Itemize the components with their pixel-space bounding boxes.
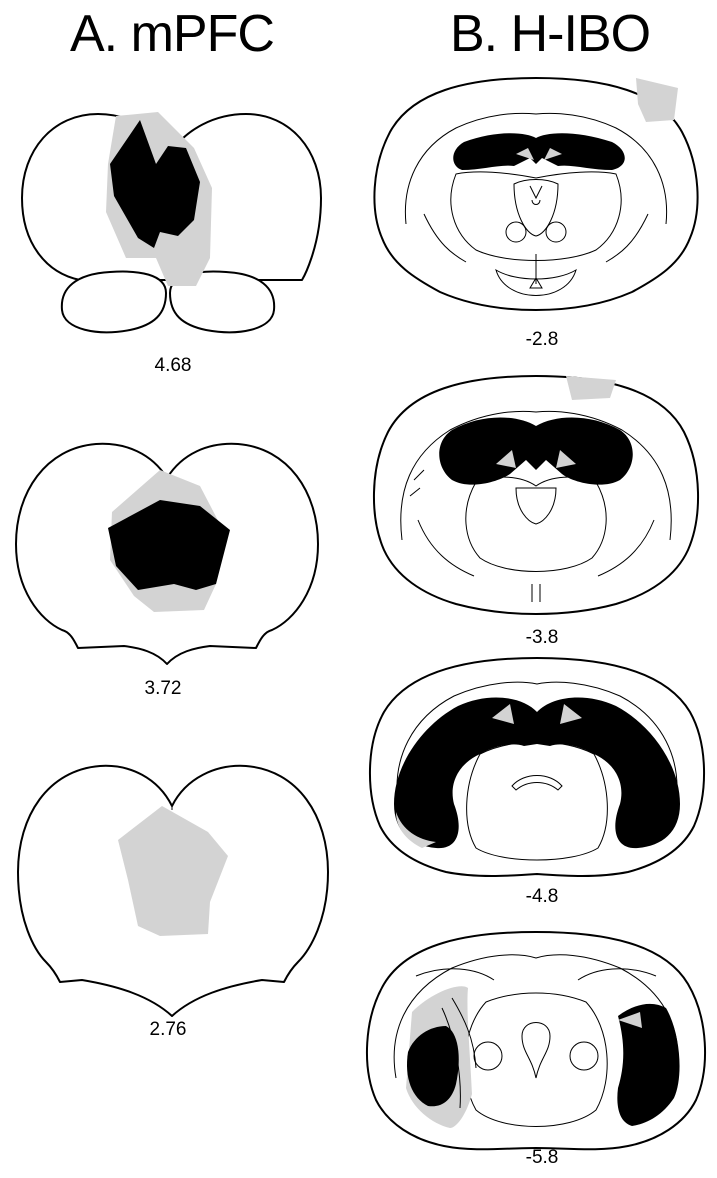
hibo-section-minus-3-8-drawing <box>366 370 706 620</box>
mpfc-section-4-68 <box>18 108 328 340</box>
coord-label-3-72: 3.72 <box>123 679 203 698</box>
hibo-section-minus-2-8-drawing <box>366 74 706 314</box>
coord-label-minus-5-8: -5.8 <box>502 1148 582 1167</box>
hibo-section-minus-4-8-drawing <box>362 654 712 880</box>
olfactory-bulb-left <box>62 272 166 333</box>
panel-b-title: B. H-IBO <box>450 8 650 60</box>
coord-label-minus-2-8: -2.8 <box>502 330 582 349</box>
hibo-section-minus-5-8-drawing <box>356 928 716 1154</box>
hibo-section-minus-5-8 <box>356 928 716 1154</box>
hibo-section-minus-4-8 <box>362 654 712 880</box>
mpfc-section-3-72 <box>12 440 322 676</box>
hibo-section-minus-3-8 <box>366 370 706 620</box>
coord-label-minus-4-8: -4.8 <box>502 887 582 906</box>
coord-label-minus-3-8: -3.8 <box>502 628 582 647</box>
mpfc-section-4-68-drawing <box>18 108 328 340</box>
lesion-min-cortex <box>566 376 616 400</box>
hibo-section-minus-2-8 <box>366 74 706 314</box>
mpfc-section-2-76-drawing <box>12 760 332 1022</box>
coord-label-4-68: 4.68 <box>133 356 213 375</box>
mpfc-section-2-76 <box>12 760 332 1022</box>
coord-label-2-76: 2.76 <box>128 1020 208 1039</box>
panel-a-title: A. mPFC <box>70 8 274 60</box>
mpfc-section-3-72-drawing <box>12 440 322 676</box>
